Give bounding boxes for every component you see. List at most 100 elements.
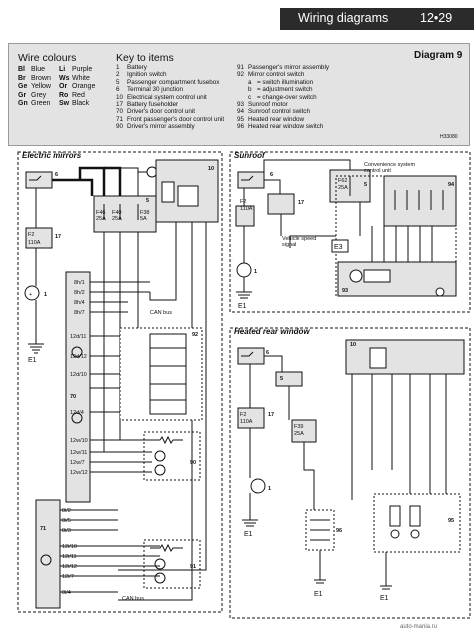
item-1-label: 1 — [44, 292, 47, 298]
key-item-number: 91 — [237, 64, 245, 71]
hrw-fuse-f39-rating: 25A — [294, 431, 304, 437]
wire-12d4: 12d/4 — [70, 410, 84, 416]
mirror-90-box — [143, 431, 201, 481]
colour-cell: Sw — [59, 100, 70, 108]
wire-12w12: 12w/12 — [70, 470, 88, 476]
sunroof-item-6: 6 — [270, 172, 273, 178]
key-item-text: = switch illumination — [257, 78, 314, 86]
key-item-number: 5 — [116, 78, 120, 86]
key-item-number: 90 — [116, 123, 124, 131]
wire-12d11: 12d/11 — [70, 334, 86, 340]
wire-8h2: 8h/2 — [74, 290, 85, 296]
fuse-f46-label: F46 — [96, 210, 105, 216]
sunroof-item-93: 93 — [342, 288, 348, 294]
wire-12w7: 12w/7 — [70, 460, 85, 466]
key-item-text: Heated rear window switch — [248, 123, 324, 131]
mirror-switch-92-box — [119, 327, 203, 421]
key-item-number: 95 — [237, 115, 245, 123]
door-unit-70-box — [65, 271, 91, 503]
sunroof-earth-e1: E1 — [238, 303, 247, 310]
hrw-item-95: 95 — [448, 518, 454, 524]
sunroof-fuse-f62-rating: 25A — [338, 185, 348, 191]
colour-cell: Orange — [72, 83, 96, 91]
key-item-number: 70 — [116, 108, 124, 116]
hrw-item-96: 96 — [336, 528, 342, 534]
item-10-label: 10 — [208, 166, 214, 172]
sunroof-item-17: 17 — [298, 200, 304, 206]
colour-cell: Or — [59, 83, 68, 91]
watermark: auto-mania.ru — [400, 624, 437, 630]
hrw-section-box — [229, 327, 471, 619]
key-item: b= adjustment switch — [237, 86, 329, 93]
sunroof-earth-e3: E3 — [334, 244, 343, 251]
colour-cell: Li — [59, 66, 66, 73]
colour-cell: Br — [18, 74, 26, 82]
sunroof-item-94: 94 — [448, 182, 455, 188]
hrw-earth-e1-a: E1 — [244, 531, 253, 538]
key-item-text: Sunroof control switch — [248, 108, 310, 116]
key-item-number: 71 — [116, 115, 124, 123]
fuse-f38-label: F38 — [140, 210, 149, 216]
colour-cell: Green — [31, 100, 51, 108]
sunroof-fuse-f2: F2 — [240, 199, 246, 205]
item-17-label: 17 — [55, 234, 61, 240]
wire-8i4: 8i/4 — [62, 590, 71, 596]
wire-12i10: 12i/10 — [62, 544, 77, 550]
reference-code: H33080 — [440, 134, 458, 140]
key-to-items-title: Key to items — [116, 52, 174, 64]
colour-cell: Blue — [31, 66, 46, 73]
page-title: Wiring diagrams — [298, 11, 389, 25]
item-70-label: 70 — [70, 394, 76, 400]
colour-cell: Brown — [31, 74, 51, 82]
key-item-text: Terminal 30 junction — [127, 86, 184, 94]
colour-cell: Grey — [31, 91, 47, 99]
wire-12d10: 12d/10 — [70, 372, 87, 378]
key-item-number: c — [248, 93, 252, 101]
key-item-text: Battery — [127, 64, 147, 71]
item-6-label: 6 — [55, 172, 58, 178]
sunroof-fuse-f62: F62 — [338, 178, 347, 184]
key-item-text: Sunroof motor — [248, 101, 288, 109]
key-item-number: 2 — [116, 71, 120, 79]
can-bus-label: CAN bus — [150, 310, 172, 316]
key-item-text: Passenger's mirror assembly — [248, 64, 329, 71]
door-unit-71-box — [35, 499, 61, 609]
colour-cell: Yellow — [31, 83, 51, 91]
key-item-text: Heated rear window — [248, 115, 305, 123]
colour-cell: Gn — [18, 100, 28, 108]
hrw-fuse-f2: F2 — [240, 412, 246, 418]
colour-cell: Black — [72, 100, 90, 108]
key-item-number: b — [248, 86, 252, 94]
battery-plus: + — [29, 292, 32, 298]
wire-12w11: 12w/11 — [70, 450, 87, 456]
colour-cell: White — [72, 74, 90, 82]
key-item-number: 92 — [237, 71, 245, 79]
wire-colours-title: Wire colours — [18, 52, 77, 64]
key-item: c= change-over switch — [237, 94, 329, 101]
key-item-text: Mirror control switch — [248, 71, 305, 79]
hrw-fuse-f2-rating: 110A — [240, 419, 253, 425]
key-item-number: 17 — [116, 101, 124, 109]
key-item: a= switch illumination — [237, 79, 329, 86]
wire-8i2: 8i/2 — [62, 508, 71, 514]
key-item-text: Passenger compartment fusebox — [127, 78, 220, 86]
key-item-number: 10 — [116, 93, 124, 101]
wire-12i12: 12i/12 — [62, 564, 77, 570]
colour-cell: Ws — [59, 74, 70, 82]
item-92-label: 92 — [192, 332, 198, 338]
